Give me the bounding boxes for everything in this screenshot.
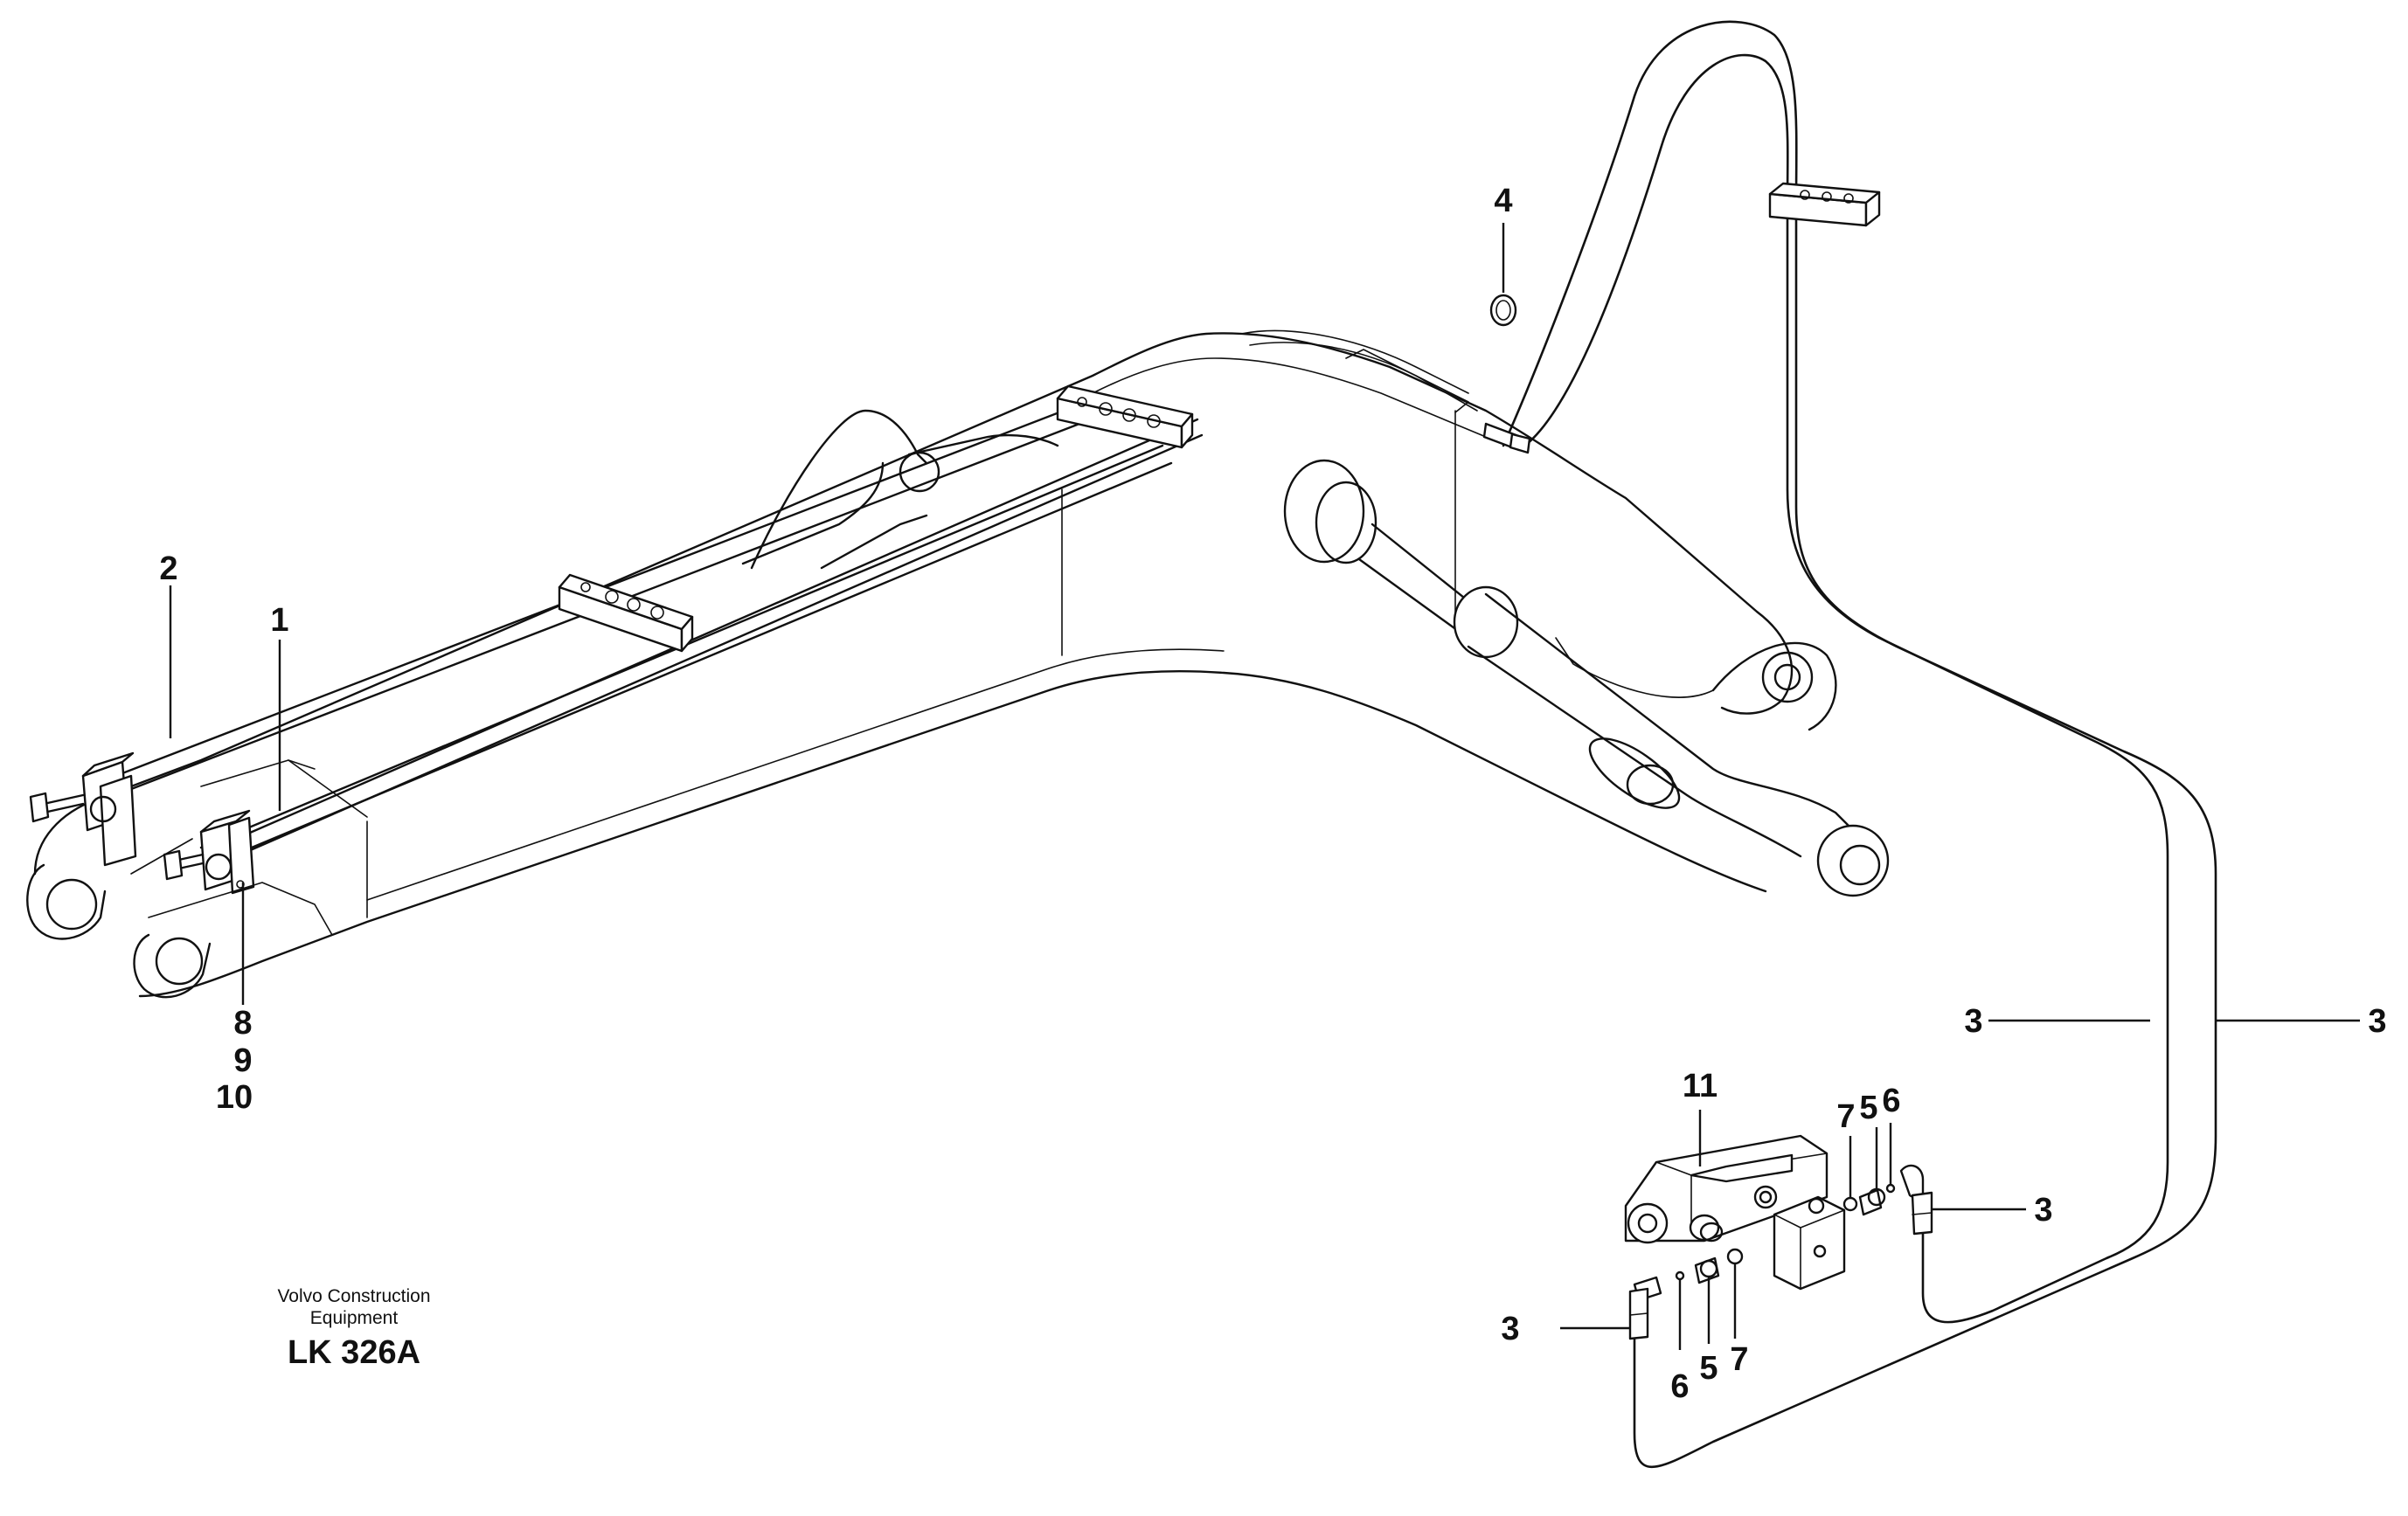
callout-7-top: 7: [1836, 1098, 1855, 1135]
callout-6-top: 6: [1882, 1083, 1900, 1119]
boom-nose: [26, 838, 333, 999]
hose-clamp-top: [1768, 182, 1881, 227]
caption-manufacturer-line1: Volvo Construction: [277, 1286, 430, 1306]
callout-3-lower: 3: [1501, 1311, 1519, 1347]
leader-lines: [169, 223, 2360, 1350]
tube-end-clamp-right: [163, 809, 255, 895]
callout-2: 2: [159, 550, 177, 587]
callout-10: 10: [216, 1079, 253, 1116]
valve-fittings-right: [1842, 1164, 1933, 1236]
caption-manufacturer-line2: Equipment: [310, 1308, 399, 1328]
boom-cylinder: [1283, 459, 1890, 897]
callout-3-valve: 3: [2034, 1192, 2052, 1229]
callout-7-bottom: 7: [1730, 1341, 1748, 1378]
callout-1: 1: [270, 602, 288, 639]
callout-5-bottom: 5: [1699, 1350, 1718, 1387]
boom-structure: [33, 332, 1837, 998]
valve-block: [1624, 1134, 1846, 1291]
o-ring-4: [1489, 294, 1517, 327]
callout-9: 9: [233, 1042, 252, 1079]
callout-4: 4: [1494, 183, 1512, 219]
callout-5-top: 5: [1859, 1090, 1877, 1126]
hydraulic-hose-outer: [1502, 20, 2217, 1469]
callout-3-left: 3: [1964, 1003, 1982, 1040]
callout-8: 8: [233, 1005, 252, 1042]
tube-end-clamp-left: [29, 751, 137, 867]
hydraulic-hose-inner: [1521, 53, 2169, 1324]
tube-clamp-mid: [558, 573, 694, 653]
valve-fittings-left: [1628, 1248, 1744, 1340]
callout-3-right: 3: [2368, 1003, 2386, 1040]
hose-upper-fittings: [1240, 329, 1531, 454]
caption-figure-code: LK 326A: [288, 1334, 420, 1371]
tube-clamp-upper: [1056, 384, 1194, 449]
callout-11: 11: [1683, 1068, 1718, 1104]
callout-6-bottom: 6: [1670, 1368, 1689, 1405]
